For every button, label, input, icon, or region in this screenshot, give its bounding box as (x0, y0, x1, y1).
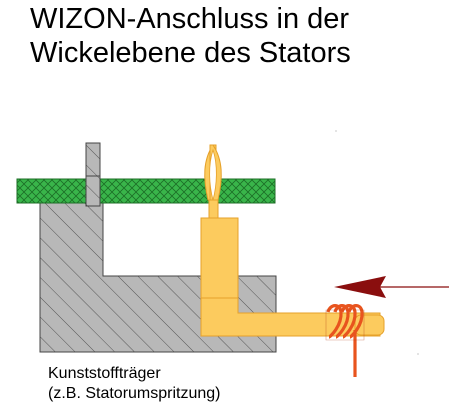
wire-coil (326, 304, 364, 377)
direction-arrow (334, 276, 449, 298)
diagram-title: WIZON-Anschluss in der Wickelebene des S… (30, 2, 440, 70)
title-line-1: WIZON-Anschluss in der (30, 3, 350, 35)
caption-line-2: (z.B. Statorumspritzung) (48, 385, 221, 402)
green-circuit-board (16, 178, 276, 204)
carrier-caption: Kunststoffträger (z.B. Statorumspritzung… (48, 364, 221, 404)
wire-coil-highlight (325, 309, 365, 341)
title-line-2: Wickelebene des Stators (30, 37, 351, 69)
carrier-post (85, 175, 101, 207)
terminal-pin (200, 144, 385, 337)
caption-line-1: Kunststoffträger (48, 365, 161, 382)
